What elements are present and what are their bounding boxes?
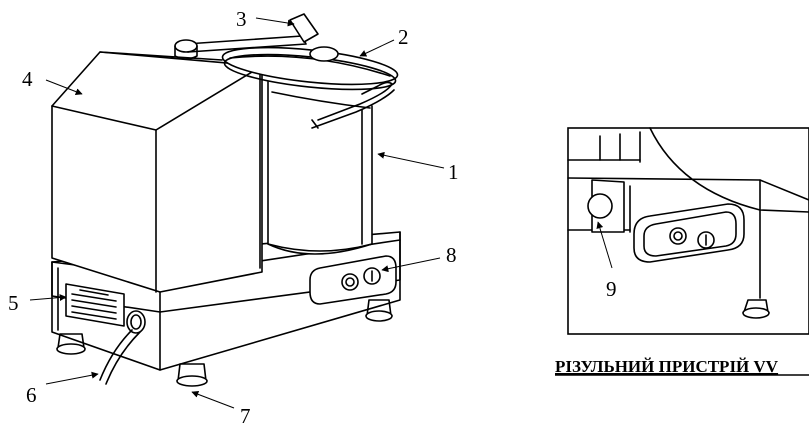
- switch-panel: [309, 255, 397, 305]
- bowl-handle: [311, 81, 395, 129]
- callout-3: 3: [236, 7, 247, 31]
- callout-2: 2: [398, 25, 409, 49]
- inset-detail: [567, 127, 809, 335]
- feet: [56, 299, 393, 387]
- callout-5: 5: [8, 291, 19, 315]
- callout-6: 6: [26, 383, 37, 407]
- callout-leaders: [29, 17, 613, 409]
- reset-button-icon: [587, 193, 613, 219]
- bowl: [267, 81, 373, 255]
- callout-8: 8: [446, 243, 457, 267]
- motor-housing: [51, 51, 263, 293]
- cutter-drawing: [51, 13, 401, 387]
- inset-caption: РІЗУЛЬНИЙ ПРИСТРІЙ VV: [555, 357, 779, 376]
- power-cable: [99, 310, 146, 385]
- callout-4: 4: [22, 67, 33, 91]
- callout-9: 9: [606, 277, 617, 301]
- lock-bar: [174, 13, 339, 62]
- rating-plate: [65, 283, 125, 327]
- callout-7: 7: [240, 404, 251, 428]
- callout-1: 1: [448, 160, 459, 184]
